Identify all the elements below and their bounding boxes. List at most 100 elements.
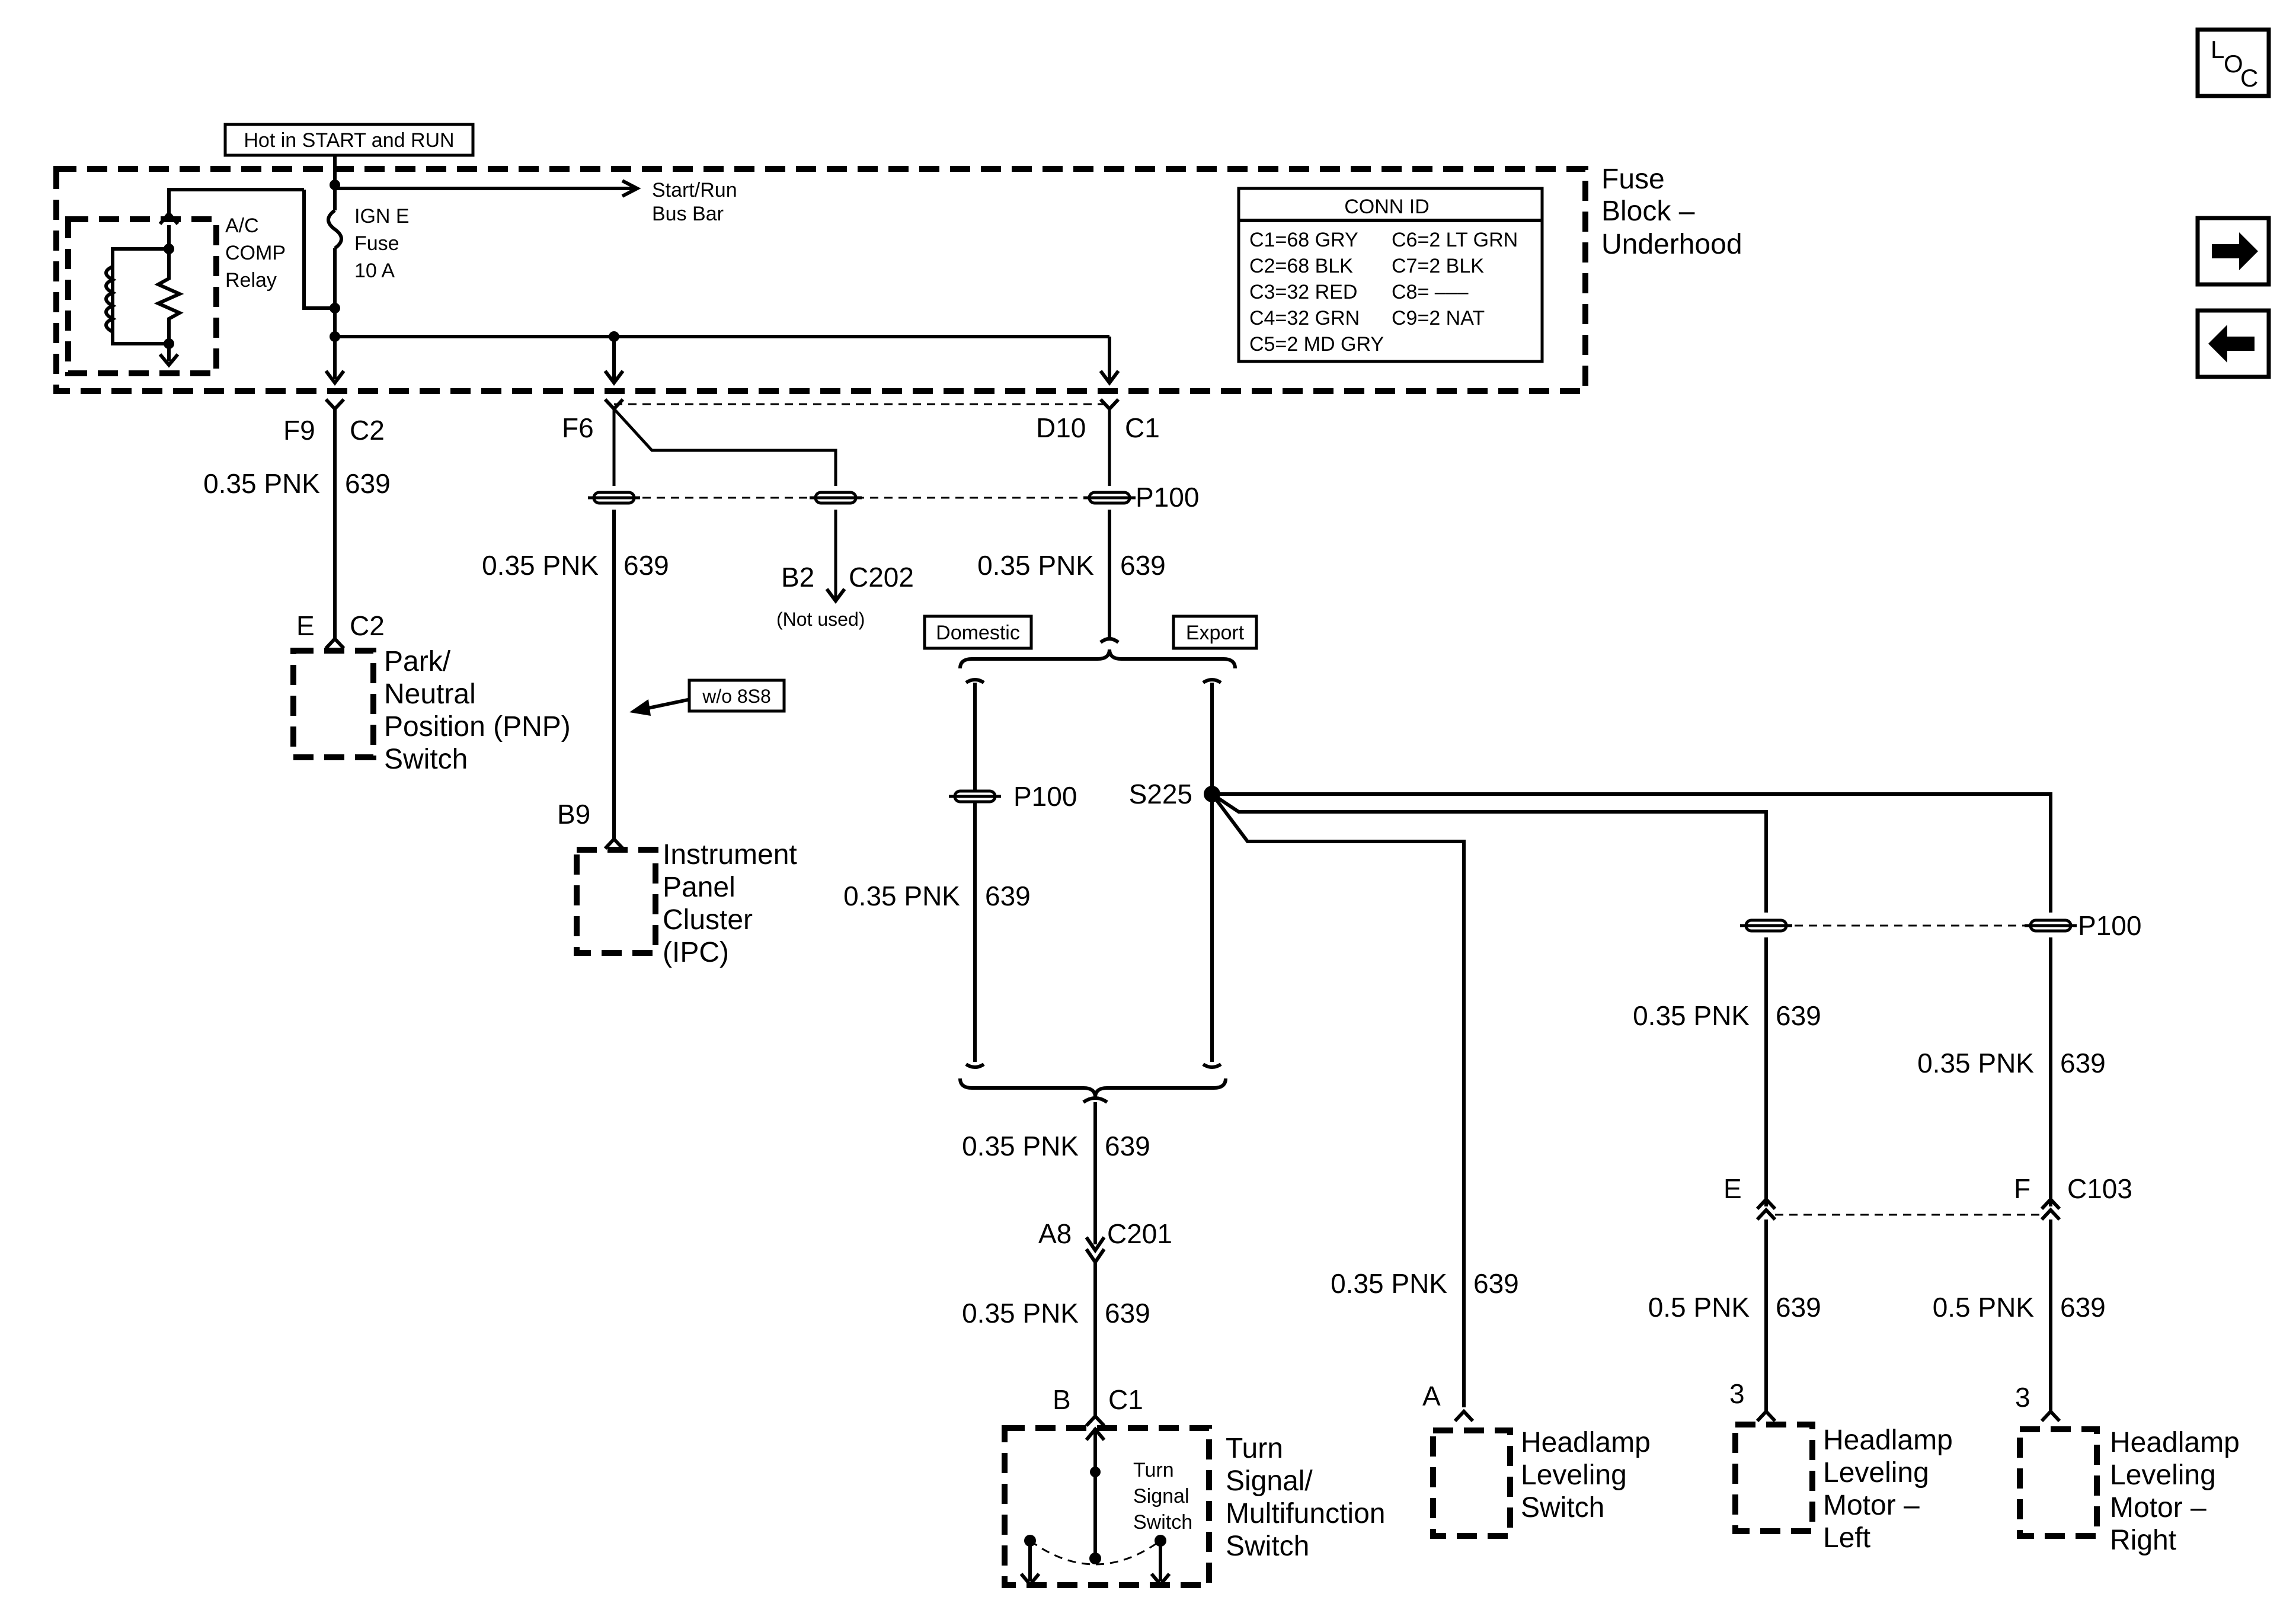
turn-signal-switch-outline: [1002, 1425, 1212, 1588]
svg-text:O: O: [2224, 50, 2243, 78]
svg-text:C: C: [2240, 64, 2258, 92]
turn-signal-switch-internals: Turn Signal Switch: [1019, 1426, 1192, 1587]
svg-text:0.35 PNK: 0.35 PNK: [962, 1298, 1079, 1329]
svg-text:Switch: Switch: [1521, 1492, 1604, 1523]
svg-text:C2: C2: [350, 415, 385, 446]
headlamp-leveling-switch-label: Headlamp Leveling Switch: [1521, 1427, 1651, 1523]
svg-text:C2=68 BLK: C2=68 BLK: [1249, 255, 1353, 277]
domestic-box: [923, 614, 1033, 650]
svg-text:639: 639: [345, 468, 391, 499]
svg-text:Fuse: Fuse: [1601, 164, 1665, 195]
ipc-outline: [574, 847, 658, 956]
svg-text:Panel: Panel: [663, 872, 736, 903]
svg-text:C8= –––: C8= –––: [1392, 281, 1469, 303]
svg-text:Start/Run: Start/Run: [652, 179, 737, 201]
svg-text:COMP: COMP: [225, 242, 286, 264]
svg-text:Motor –: Motor –: [2110, 1492, 2207, 1523]
svg-text:3: 3: [1729, 1378, 1745, 1409]
svg-text:F9: F9: [283, 415, 315, 446]
svg-text:C5=2 MD GRY: C5=2 MD GRY: [1249, 333, 1384, 356]
svg-text:0.35 PNK: 0.35 PNK: [482, 550, 599, 581]
svg-text:C7=2 BLK: C7=2 BLK: [1392, 255, 1484, 277]
svg-text:B: B: [1053, 1384, 1071, 1415]
svg-text:P100: P100: [1136, 482, 1199, 513]
svg-text:C4=32 GRN: C4=32 GRN: [1249, 307, 1360, 329]
svg-text:Headlamp: Headlamp: [2110, 1427, 2240, 1458]
svg-text:D10: D10: [1036, 412, 1086, 443]
svg-text:A: A: [1422, 1381, 1441, 1411]
svg-text:A8: A8: [1038, 1218, 1072, 1249]
svg-text:0.35 PNK: 0.35 PNK: [977, 550, 1094, 581]
back-arrow-icon[interactable]: [2195, 308, 2271, 379]
svg-text:639: 639: [1120, 550, 1166, 581]
svg-text:0.5 PNK: 0.5 PNK: [1648, 1292, 1750, 1323]
svg-text:0.35 PNK: 0.35 PNK: [1917, 1048, 2034, 1078]
relay-symbol: [104, 188, 304, 368]
svg-text:Left: Left: [1823, 1522, 1870, 1554]
svg-text:E: E: [296, 610, 315, 641]
ac-comp-relay-outline: [65, 216, 219, 376]
svg-text:C103: C103: [2067, 1173, 2132, 1204]
svg-text:C1=68 GRY: C1=68 GRY: [1249, 229, 1358, 251]
svg-text:639: 639: [2060, 1048, 2106, 1078]
svg-text:C1: C1: [1125, 412, 1160, 443]
fuse-block-outline: [53, 166, 1588, 394]
svg-text:C2: C2: [350, 610, 385, 641]
svg-text:0.35 PNK: 0.35 PNK: [962, 1131, 1079, 1161]
svg-text:Headlamp: Headlamp: [1521, 1427, 1651, 1458]
svg-text:639: 639: [1105, 1298, 1150, 1329]
svg-text:Headlamp: Headlamp: [1823, 1425, 1953, 1456]
svg-text:(Not used): (Not used): [776, 609, 865, 630]
svg-text:(IPC): (IPC): [663, 937, 729, 968]
svg-text:Neutral: Neutral: [384, 678, 476, 710]
domestic-label: Domestic: [936, 622, 1020, 644]
svg-text:Cluster: Cluster: [663, 904, 753, 936]
forward-arrow-icon[interactable]: [2195, 216, 2271, 287]
svg-text:639: 639: [1776, 1292, 1821, 1323]
main-branch: D10 C1 P100 0.35 PNK 639 P100 0.35 PNK 6…: [843, 398, 1237, 1427]
export-box: [1172, 614, 1258, 650]
svg-text:IGN E: IGN E: [354, 205, 410, 228]
svg-text:Fuse: Fuse: [354, 232, 399, 255]
loc-icon[interactable]: L O C: [2195, 27, 2271, 98]
svg-text:0.35 PNK: 0.35 PNK: [1331, 1268, 1447, 1299]
svg-text:E: E: [1723, 1173, 1742, 1204]
bus-bar-label: Start/Run Bus Bar: [652, 179, 737, 225]
svg-text:639: 639: [2060, 1292, 2106, 1323]
ipc-label: Instrument Panel Cluster (IPC): [663, 839, 797, 968]
svg-text:639: 639: [985, 881, 1031, 911]
svg-text:639: 639: [1776, 1000, 1821, 1031]
svg-text:0.5 PNK: 0.5 PNK: [1933, 1292, 2035, 1323]
ac-comp-relay-label: A/C COMP Relay: [225, 215, 286, 292]
headlamp-leveling-switch-outline: [1430, 1427, 1513, 1539]
headlamp-motor-left-label: Headlamp Leveling Motor – Left: [1823, 1425, 1953, 1554]
svg-text:Leveling: Leveling: [1823, 1457, 1929, 1489]
export-label: Export: [1186, 622, 1245, 644]
svg-text:Turn: Turn: [1226, 1433, 1283, 1464]
svg-text:F: F: [2014, 1173, 2030, 1204]
s225-branches: S225 P100 0.35 PNK 639 0.35 PNK 639 E F …: [1129, 779, 2141, 1423]
svg-text:0.35 PNK: 0.35 PNK: [1633, 1000, 1750, 1031]
svg-text:Leveling: Leveling: [1521, 1459, 1627, 1491]
svg-text:Signal/: Signal/: [1226, 1465, 1313, 1497]
pnp-switch-outline: [290, 648, 376, 760]
pnp-switch-label: Park/ Neutral Position (PNP) Switch: [384, 646, 571, 775]
svg-text:Relay: Relay: [225, 269, 277, 292]
svg-text:P100: P100: [2078, 910, 2141, 941]
fuse-circuit: [302, 155, 1120, 386]
svg-text:Signal: Signal: [1133, 1485, 1189, 1507]
svg-text:B9: B9: [557, 799, 590, 830]
svg-text:Underhood: Underhood: [1601, 229, 1742, 260]
svg-text:Park/: Park/: [384, 646, 451, 677]
svg-text:0.35 PNK: 0.35 PNK: [843, 881, 960, 911]
svg-text:L: L: [2211, 36, 2224, 63]
svg-text:C202: C202: [849, 562, 914, 593]
headlamp-motor-right-label: Headlamp Leveling Motor – Right: [2110, 1427, 2240, 1556]
svg-text:Position (PNP): Position (PNP): [384, 711, 571, 742]
svg-text:C201: C201: [1107, 1218, 1172, 1249]
svg-text:Switch: Switch: [1133, 1511, 1192, 1534]
svg-text:Switch: Switch: [384, 744, 468, 775]
svg-text:639: 639: [1473, 1268, 1519, 1299]
fuse-block-label: Fuse Block – Underhood: [1601, 164, 1742, 260]
